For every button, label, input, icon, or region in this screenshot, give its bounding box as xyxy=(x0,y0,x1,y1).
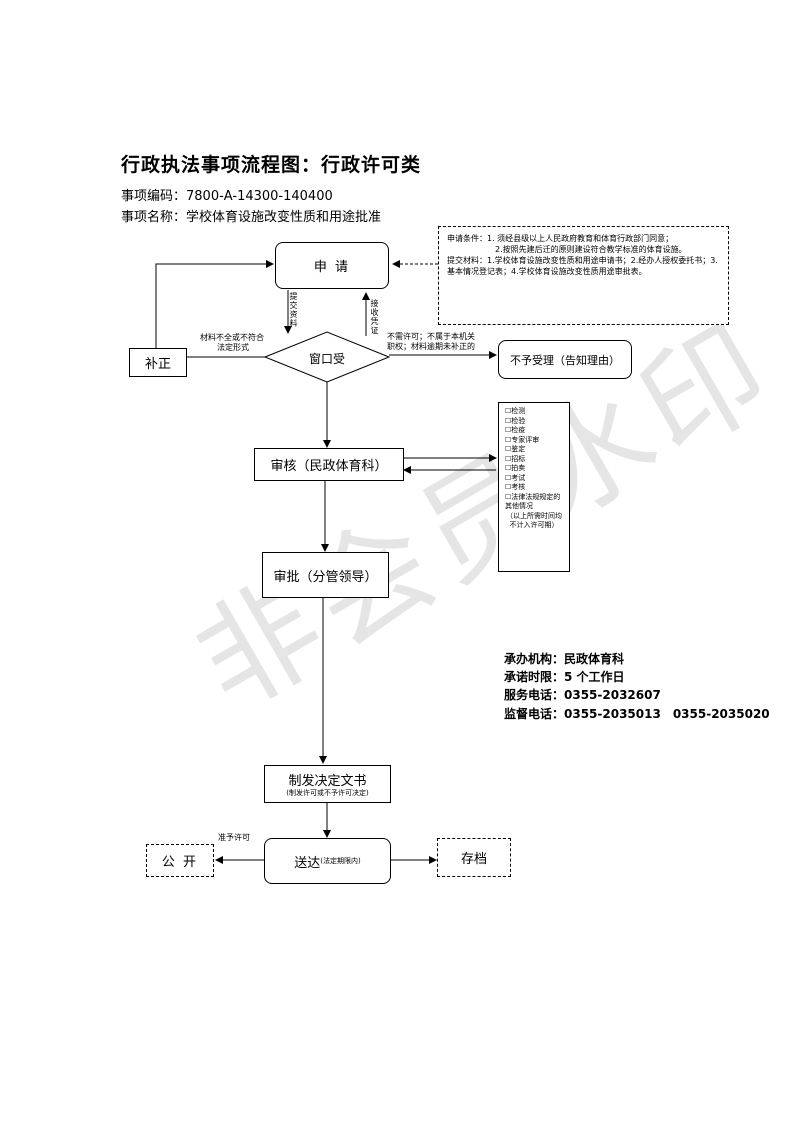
conditions-line: 2.按照先建后迁的原则建设符合教学标准的体育设施。 xyxy=(495,245,687,254)
correct-node: 补正 xyxy=(129,348,187,377)
check-item: ☐鉴定 xyxy=(505,445,526,453)
check-item: ☐检疫 xyxy=(505,426,526,434)
page-title: 行政执法事项流程图：行政许可类 xyxy=(121,154,422,176)
check-item: ☐检测 xyxy=(505,407,526,415)
apply-node: 申 请 xyxy=(275,242,389,289)
receipt-label: 接收凭证 xyxy=(370,299,379,335)
not-permit-label-2: 职权；材料逾期未补正的 xyxy=(387,342,475,351)
special-procedures-box: ☐检测 ☐检验 ☐检疫 ☐专家评审 ☐鉴定 ☐招标 ☐拍卖 ☐考试 ☐考核 ☐法… xyxy=(498,402,570,572)
submit-materials-label: 提交资料 xyxy=(289,292,298,328)
check-item: ☐拍卖 xyxy=(505,464,526,472)
approve-label: 审批（分管领导） xyxy=(273,569,378,585)
apply-label: 申 请 xyxy=(313,260,351,275)
archive-node: 存档 xyxy=(437,838,511,877)
handling-org: 承办机构：民政体育科 xyxy=(504,652,625,666)
check-item: ☐考核 xyxy=(505,483,526,491)
item-code: 事项编码：7800-A-14300-140400 xyxy=(121,189,333,204)
decision-node: 制发决定文书 (制发许可或不予许可决定) xyxy=(264,765,391,803)
publish-node: 公 开 xyxy=(146,844,214,877)
decision-sublabel: (制发许可或不予许可决定) xyxy=(286,789,369,797)
service-phone: 服务电话：0355-2032607 xyxy=(504,688,661,702)
review-node: 审核（民政体育科） xyxy=(254,448,404,481)
deliver-node: 送达 (法定期限内) xyxy=(264,838,391,884)
insufficient-label-1: 材料不全或不符合 xyxy=(200,333,264,342)
check-item: ☐检验 xyxy=(505,416,526,425)
review-label: 审核（民政体育科） xyxy=(270,459,388,474)
check-note: （以上所需时间均不计入许可期） xyxy=(506,511,562,530)
item-name: 事项名称：学校体育设施改变性质和用途批准 xyxy=(121,210,382,225)
check-item: ☐招标 xyxy=(505,454,526,463)
correct-label: 补正 xyxy=(144,357,171,372)
conditions-line: 提交材料：1.学校体育设施改变性质和用途申请书；2.经办人授权委托书；3.基本情… xyxy=(447,256,718,276)
publish-label: 公 开 xyxy=(161,855,199,870)
insufficient-label-2: 法定形式 xyxy=(217,343,249,352)
reject-node: 不予受理（告知理由） xyxy=(498,340,632,379)
promised-time: 承诺时限：5 个工作日 xyxy=(504,670,625,684)
deliver-sublabel: (法定期限内) xyxy=(320,856,361,865)
grant-label: 准予许可 xyxy=(218,833,250,842)
supervise-phone: 监督电话：0355-2035013 0355-2035020 xyxy=(504,707,770,721)
conditions-box: 申请条件：1. 须经县级以上人民政府教育和体育行政部门同意； 2.按照先建后迁的… xyxy=(438,226,729,325)
approve-node: 审批（分管领导） xyxy=(262,552,389,598)
check-item: ☐法律法规规定的其他情况 xyxy=(505,492,561,511)
check-item: ☐专家评审 xyxy=(505,435,540,444)
archive-label: 存档 xyxy=(460,852,487,867)
not-permit-label-1: 不需许可；不属于本机关 xyxy=(387,332,475,341)
conditions-line: 申请条件：1. 须经县级以上人民政府教育和体育行政部门同意； xyxy=(447,234,674,243)
check-item: ☐考试 xyxy=(505,473,526,482)
reject-label: 不予受理（告知理由） xyxy=(510,353,620,367)
deliver-label: 送达 xyxy=(294,855,321,871)
window-accept-label: 窗口受 xyxy=(308,352,345,366)
decision-label: 制发决定文书 xyxy=(288,774,367,789)
